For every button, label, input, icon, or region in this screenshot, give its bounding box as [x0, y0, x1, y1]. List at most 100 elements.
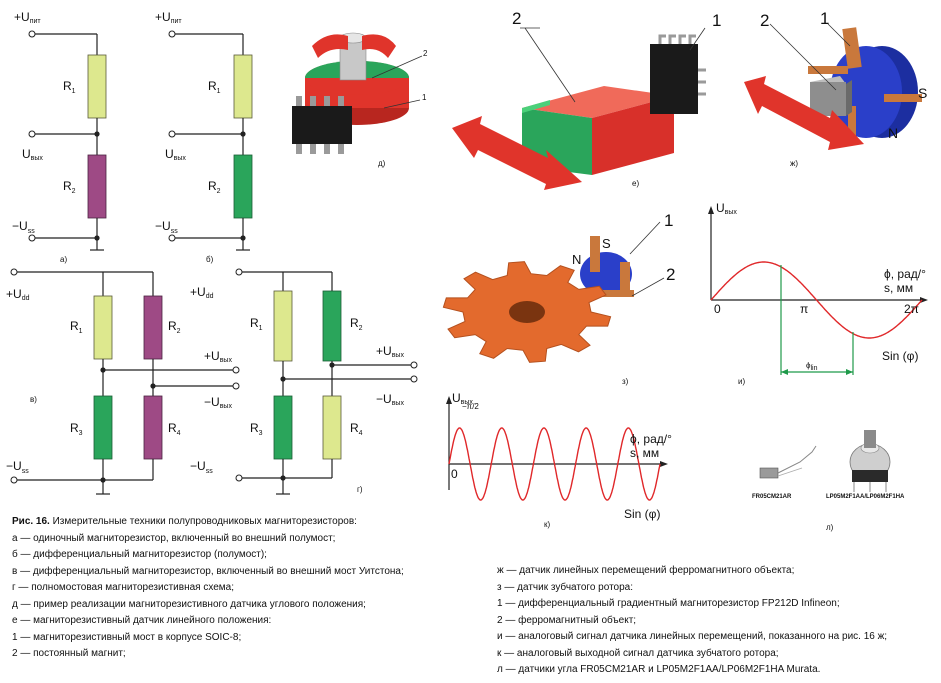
svg-text:2: 2	[666, 265, 675, 284]
illustration-d: 2 1 д)	[292, 32, 428, 168]
svg-text:s, мм: s, мм	[884, 281, 913, 295]
svg-text:2: 2	[760, 11, 769, 30]
tag-e: е)	[632, 179, 639, 188]
label-vplus: +Uпит	[14, 10, 41, 25]
circuit-a: +Uпит R1 Uвых R2 −Uss а)	[12, 10, 107, 264]
svg-text:2π: 2π	[904, 302, 919, 316]
resistor-r4	[322, 395, 342, 460]
sensor-fr05cm21ar	[759, 467, 779, 479]
svg-text:−π/2: −π/2	[462, 402, 479, 411]
svg-text:R1: R1	[70, 319, 83, 335]
tag-v: в)	[30, 395, 37, 404]
tag-d: д)	[378, 159, 386, 168]
caption-line: л — датчики угла FR05CM21AR и LP05M2F1AA…	[497, 664, 821, 675]
resistor-r3	[93, 395, 113, 460]
motion-arrow	[744, 76, 864, 150]
caption-line: 1 — дифференциальный градиентный магнито…	[497, 598, 840, 609]
label-vminus: −Uss	[12, 219, 35, 235]
svg-text:−Uss: −Uss	[155, 219, 178, 235]
caption-line: в — дифференциальный магниторезистор, вк…	[12, 565, 404, 577]
svg-text:−Uss: −Uss	[6, 459, 29, 475]
svg-text:N: N	[572, 252, 581, 267]
svg-text:Uвых: Uвых	[165, 147, 186, 162]
svg-text:R4: R4	[168, 421, 181, 437]
caption-line: г — полномостовая магниторезистивная схе…	[12, 582, 235, 593]
svg-text:FR05CM21AR: FR05CM21AR	[752, 494, 792, 500]
svg-text:R2: R2	[168, 319, 181, 335]
svg-text:+Uпит: +Uпит	[155, 10, 182, 25]
circuit-b: +Uпит R1 Uвых R2 −Uss б)	[155, 10, 253, 264]
svg-text:0: 0	[714, 302, 721, 316]
svg-text:R3: R3	[250, 421, 263, 437]
svg-text:R1: R1	[208, 79, 221, 95]
svg-text:−Uss: −Uss	[190, 459, 213, 475]
sine-curve	[710, 261, 923, 339]
resistor-r4	[143, 395, 163, 460]
terminal	[28, 234, 36, 242]
chip-soic8	[292, 106, 352, 144]
resistor-r3	[273, 395, 293, 460]
svg-text:ϕlin: ϕlin	[806, 361, 818, 372]
svg-text:LP05M2F1AA/LP06M2F1HA: LP05M2F1AA/LP06M2F1HA	[826, 494, 905, 500]
svg-text:Sin (φ): Sin (φ)	[882, 349, 918, 363]
tag-b: б)	[206, 255, 214, 264]
resistor-r1	[273, 290, 293, 362]
svg-text:2: 2	[512, 9, 521, 28]
svg-text:−Uвых: −Uвых	[204, 395, 232, 410]
illustration-zh: 2 1 S N ж)	[744, 9, 927, 168]
resistor-r1	[93, 295, 113, 360]
svg-text:R3: R3	[70, 421, 83, 437]
tag-z: з)	[622, 377, 629, 386]
caption-right: ж — датчик линейных перемещений ферромаг…	[497, 563, 887, 679]
tag-i: и)	[738, 377, 745, 386]
resistor-r2	[322, 290, 342, 362]
chip-soic8	[650, 44, 698, 114]
svg-text:1: 1	[422, 93, 427, 102]
svg-text:ϕ, рад/°: ϕ, рад/°	[630, 432, 672, 446]
label-r1: R1	[63, 79, 76, 95]
svg-text:π: π	[800, 302, 808, 316]
svg-text:+Udd: +Udd	[190, 285, 214, 300]
caption-line: д — пример реализации магниторезистивног…	[12, 598, 366, 610]
svg-text:2: 2	[423, 49, 428, 58]
illustration-e: 2 1 е)	[452, 9, 721, 190]
caption-line: 1 — магниторезистивный мост в корпусе SO…	[12, 631, 242, 643]
tag-g: г)	[357, 485, 363, 494]
svg-text:1: 1	[712, 11, 721, 30]
illustration-z: 1 2 S N з)	[442, 211, 675, 386]
illustration-l: FR05CM21AR LP05M2F1AA/LP06M2F1HA л)	[752, 430, 905, 532]
svg-text:R2: R2	[350, 316, 363, 332]
svg-text:Sin (φ): Sin (φ)	[624, 507, 660, 521]
graph-k: Uвых −π/2 0 ϕ, рад/° s, мм Sin (φ) к)	[446, 391, 672, 529]
sine-curve	[448, 427, 661, 501]
caption-line: б — дифференциальный магниторезистор (по…	[12, 549, 267, 560]
gear	[442, 261, 612, 363]
tag-l: л)	[826, 523, 834, 532]
caption-line: 2 — ферромагнитный объект;	[497, 614, 637, 626]
svg-text:−Uвых: −Uвых	[376, 392, 404, 407]
tag-a: а)	[60, 255, 67, 264]
tag-zh: ж)	[790, 159, 798, 168]
caption-line: з — датчик зубчатого ротора:	[497, 581, 634, 593]
svg-text:+Uвых: +Uвых	[204, 349, 232, 364]
svg-text:R4: R4	[350, 421, 363, 437]
label-vout: Uвых	[22, 147, 43, 162]
svg-text:R1: R1	[250, 316, 263, 332]
caption-title: Рис. 16. Измерительные техники полупрово…	[12, 516, 357, 527]
svg-text:Uвых: Uвых	[452, 391, 473, 406]
svg-text:s, мм: s, мм	[630, 446, 659, 460]
svg-text:1: 1	[820, 9, 829, 28]
label-r2: R2	[63, 179, 76, 195]
svg-text:N: N	[888, 125, 898, 141]
svg-text:S: S	[602, 236, 611, 251]
svg-text:R2: R2	[208, 179, 221, 195]
svg-text:+Uвых: +Uвых	[376, 344, 404, 359]
circuit-v: +Udd R1 R2 R3 R4 +Uвых −Uвых −Uss в)	[6, 268, 240, 495]
caption-line: и — аналоговый сигнал датчика линейных п…	[497, 631, 888, 642]
caption-left: Рис. 16. Измерительные техники полупрово…	[12, 514, 404, 663]
sensor-block	[810, 82, 846, 116]
svg-text:S: S	[918, 85, 927, 101]
terminal	[28, 130, 36, 138]
caption-line: е — магниторезистивный датчик линейного …	[12, 615, 272, 626]
